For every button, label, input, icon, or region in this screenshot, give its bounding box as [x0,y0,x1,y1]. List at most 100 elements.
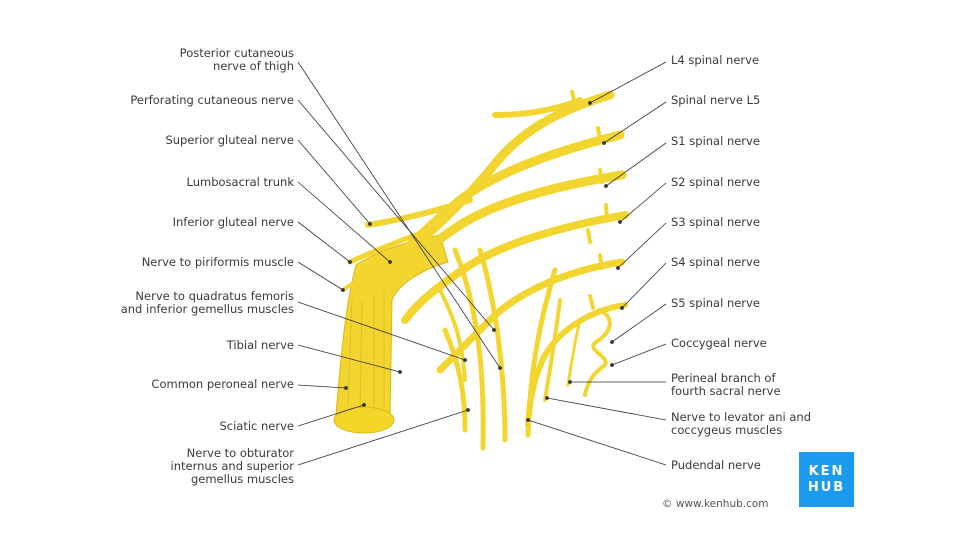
label-inferior-gluteal: Inferior gluteal nerve [173,216,294,229]
leader-dot-l5 [602,141,606,145]
leader-dot-coccygeal [610,363,614,367]
label-line: Nerve to obturator [186,446,294,460]
label-sciatic: Sciatic nerve [219,420,294,433]
l4-upper-branch [492,97,583,118]
copyright-text: © www.kenhub.com [662,498,769,510]
leader-l5 [603,101,667,144]
leader-common-peroneal [297,384,347,389]
leader-s2 [619,182,667,223]
label-line: gemellus muscles [190,472,294,486]
label-s4: S4 spinal nerve [671,256,760,269]
leader-dot-nerve-to-quadratus [463,358,467,362]
label-line: Spinal nerve L5 [671,93,761,107]
leader-dot-superior-gluteal [368,222,372,226]
obturator-branch [442,327,468,433]
root-stubs [570,90,609,310]
label-lumbosacral-trunk: Lumbosacral trunk [187,176,295,189]
leader-dot-levator-ani [545,396,549,400]
root-s1 [395,170,627,280]
leader-dot-l4 [588,101,592,105]
pudendal-branch [525,267,558,438]
leader-dot-s5 [610,340,614,344]
posterior-cutaneous-branch [452,247,486,451]
leader-nerve-to-quadratus [297,301,466,361]
leader-lines [297,61,667,466]
root-s3 [436,258,626,374]
leader-dot-common-peroneal [344,386,348,390]
leader-dot-perineal-branch [568,380,572,384]
label-superior-gluteal: Superior gluteal nerve [165,134,294,147]
inferior-gluteal-branch [347,227,433,265]
label-line: S5 spinal nerve [671,296,760,310]
label-line: Inferior gluteal nerve [172,215,294,229]
sacral-plexus-illustration [333,90,629,451]
leader-posterior-cutaneous [297,61,501,369]
label-s2: S2 spinal nerve [671,176,760,189]
label-line: Superior gluteal nerve [165,133,294,147]
leader-dot-pudendal [526,418,530,422]
label-line: Tibial nerve [226,338,294,352]
logo-line2: HUB [807,479,846,495]
leader-l4 [589,61,667,104]
label-nerve-to-piriformis: Nerve to piriformis muscle [142,256,294,269]
sciatic-cut-end [333,406,395,434]
label-perforating-cutaneous: Perforating cutaneous nerve [130,94,294,107]
leader-dot-sciatic [362,403,366,407]
leader-tibial [297,344,401,373]
perineal-branch-line [566,318,582,387]
label-line: S1 spinal nerve [671,134,760,148]
leader-pudendal [527,419,667,466]
label-line: Pudendal nerve [671,458,761,472]
leader-dot-s4 [620,306,624,310]
label-line: nerve of thigh [213,59,294,73]
leader-lumbosacral-trunk [297,181,391,263]
leader-dot-posterior-cutaneous [498,366,502,370]
leader-dot-nerve-to-obturator [466,408,470,412]
superior-gluteal-branch [365,197,473,228]
leader-dot-s1 [604,184,608,188]
leader-dot-nerve-to-piriformis [341,288,345,292]
leader-dot-tibial [398,370,402,374]
sciatic-trunk [335,234,449,421]
root-l5 [390,130,625,265]
piriformis-branch [341,243,422,292]
leader-coccygeal [611,343,667,366]
label-l5: Spinal nerve L5 [671,94,760,107]
label-line: Coccygeal nerve [671,336,767,350]
levator-branch [543,298,562,402]
label-tibial: Tibial nerve [227,339,294,352]
label-line: Nerve to quadratus femoris [135,289,294,303]
label-common-peroneal: Common peroneal nerve [151,378,294,391]
trunk-fiber-lines [347,291,385,411]
label-line: S2 spinal nerve [671,175,760,189]
label-line: Sciatic nerve [219,419,294,433]
label-line: Perineal branch of [671,371,776,385]
label-l4: L4 spinal nerve [671,54,759,67]
label-s1: S1 spinal nerve [671,135,760,148]
logo-line1: KEN [808,463,845,479]
descending-branch-2 [477,247,508,443]
leader-perforating-cutaneous [297,99,495,331]
label-line: Nerve to piriformis muscle [141,255,294,269]
label-line: S3 spinal nerve [671,215,760,229]
leader-dot-inferior-gluteal [348,260,352,264]
label-line: and inferior gemellus muscles [120,302,294,316]
leader-nerve-to-obturator [297,409,469,466]
label-s3: S3 spinal nerve [671,216,760,229]
leader-inferior-gluteal [297,221,351,263]
leader-nerve-to-piriformis [297,261,344,291]
leader-levator-ani [546,397,667,421]
label-line: Lumbosacral trunk [186,175,295,189]
leader-s5 [611,303,667,343]
label-pudendal: Pudendal nerve [671,459,761,472]
leader-superior-gluteal [297,139,371,225]
leader-dot-lumbosacral-trunk [388,260,392,264]
label-line: internus and superior [170,459,294,473]
leader-dot-s3 [616,266,620,270]
label-line: Common peroneal nerve [151,377,294,391]
